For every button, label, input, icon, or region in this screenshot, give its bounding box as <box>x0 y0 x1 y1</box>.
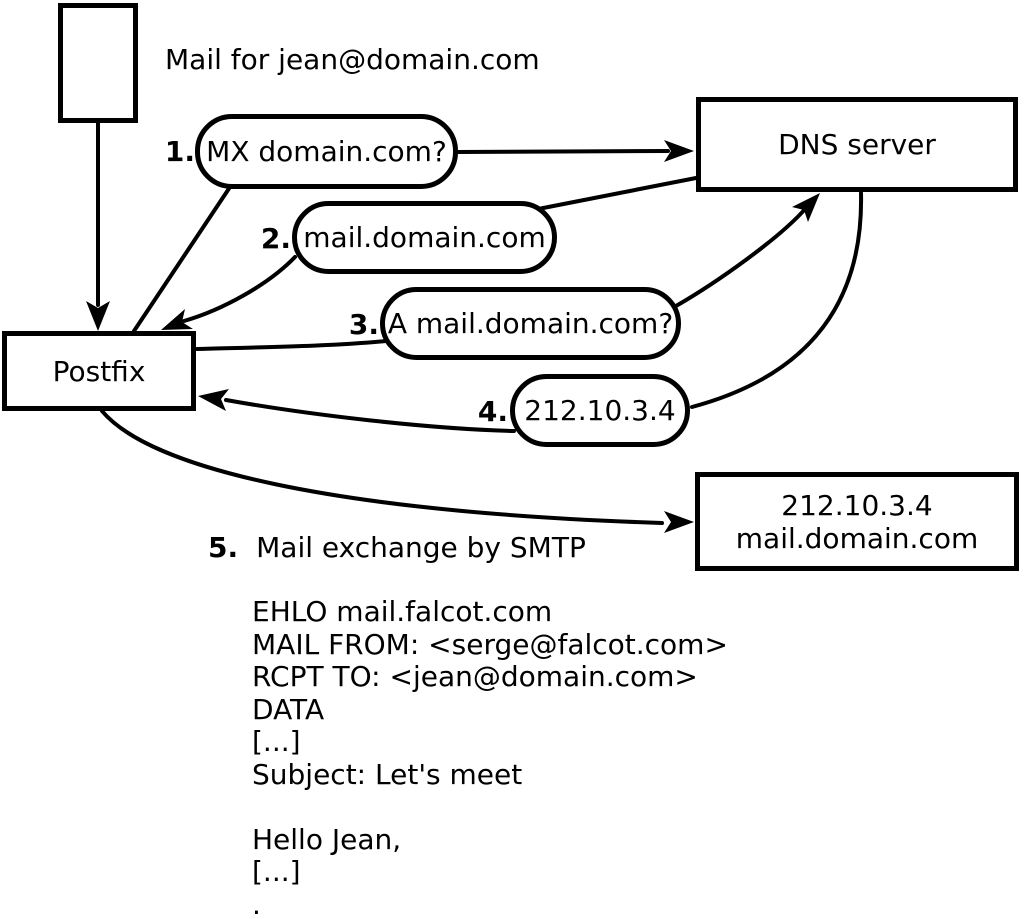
mail-server-ip: 212.10.3.4 <box>781 488 933 522</box>
reply-mx-label: mail.domain.com <box>303 221 546 254</box>
line-postfix-to-query1 <box>132 185 232 333</box>
smtp-line: . <box>252 887 261 919</box>
arrow-reply2-to-postfix <box>161 255 297 330</box>
query-a-oval: A mail.domain.com? <box>380 287 681 360</box>
step-number-1: 1. <box>164 135 195 168</box>
smtp-line: MAIL FROM: <serge@falcot.com> <box>252 627 728 661</box>
line-postfix-to-query3 <box>195 339 388 351</box>
reply-mx-oval: mail.domain.com <box>292 201 557 274</box>
smtp-session-transcript: EHLO mail.falcot.com MAIL FROM: <serge@f… <box>252 595 728 919</box>
smtp-line: EHLO mail.falcot.com <box>252 595 553 628</box>
step-number-5: 5. <box>208 531 239 564</box>
step-number-4: 4. <box>477 395 508 428</box>
smtp-line: DATA <box>252 692 325 726</box>
query-a-label: A mail.domain.com? <box>387 307 674 340</box>
mail-document <box>58 3 138 123</box>
step-number-2: 2. <box>260 222 291 255</box>
arrow-postfix-to-mailserver <box>100 409 694 533</box>
line-dns-to-reply2 <box>531 176 698 212</box>
mail-server-hostname: mail.domain.com <box>735 521 979 555</box>
reply-a-label: 212.10.3.4 <box>524 394 676 427</box>
dns-server-node: DNS server <box>696 97 1018 192</box>
smtp-line: [...] <box>252 725 301 758</box>
arrow-query3-to-dns <box>674 193 820 308</box>
step5-caption: 5. Mail exchange by SMTP <box>208 532 586 564</box>
arrow-reply4-to-postfix <box>198 389 516 433</box>
smtp-line-blank <box>252 791 728 824</box>
postfix-node: Postfix <box>2 331 196 411</box>
query-mx-label: MX domain.com? <box>206 135 447 168</box>
step5-label: Mail exchange by SMTP <box>256 531 586 564</box>
arrow-query1-to-dns <box>455 140 694 162</box>
arrow-mail-to-postfix <box>86 121 110 331</box>
smtp-line: [...] <box>252 855 301 888</box>
smtp-line: Subject: Let's meet <box>252 757 523 791</box>
postfix-label: Postfix <box>52 354 146 388</box>
reply-a-oval: 212.10.3.4 <box>510 374 690 447</box>
mail-server-node: 212.10.3.4 mail.domain.com <box>695 472 1019 571</box>
diagram-title: Mail for jean@domain.com <box>165 43 540 76</box>
smtp-line: Hello Jean, <box>252 822 402 856</box>
smtp-line: RCPT TO: <jean@domain.com> <box>252 660 698 693</box>
step-number-3: 3. <box>348 308 379 341</box>
dns-server-label: DNS server <box>778 128 936 161</box>
line-dns-to-reply4 <box>690 191 864 409</box>
query-mx-oval: MX domain.com? <box>195 114 458 189</box>
